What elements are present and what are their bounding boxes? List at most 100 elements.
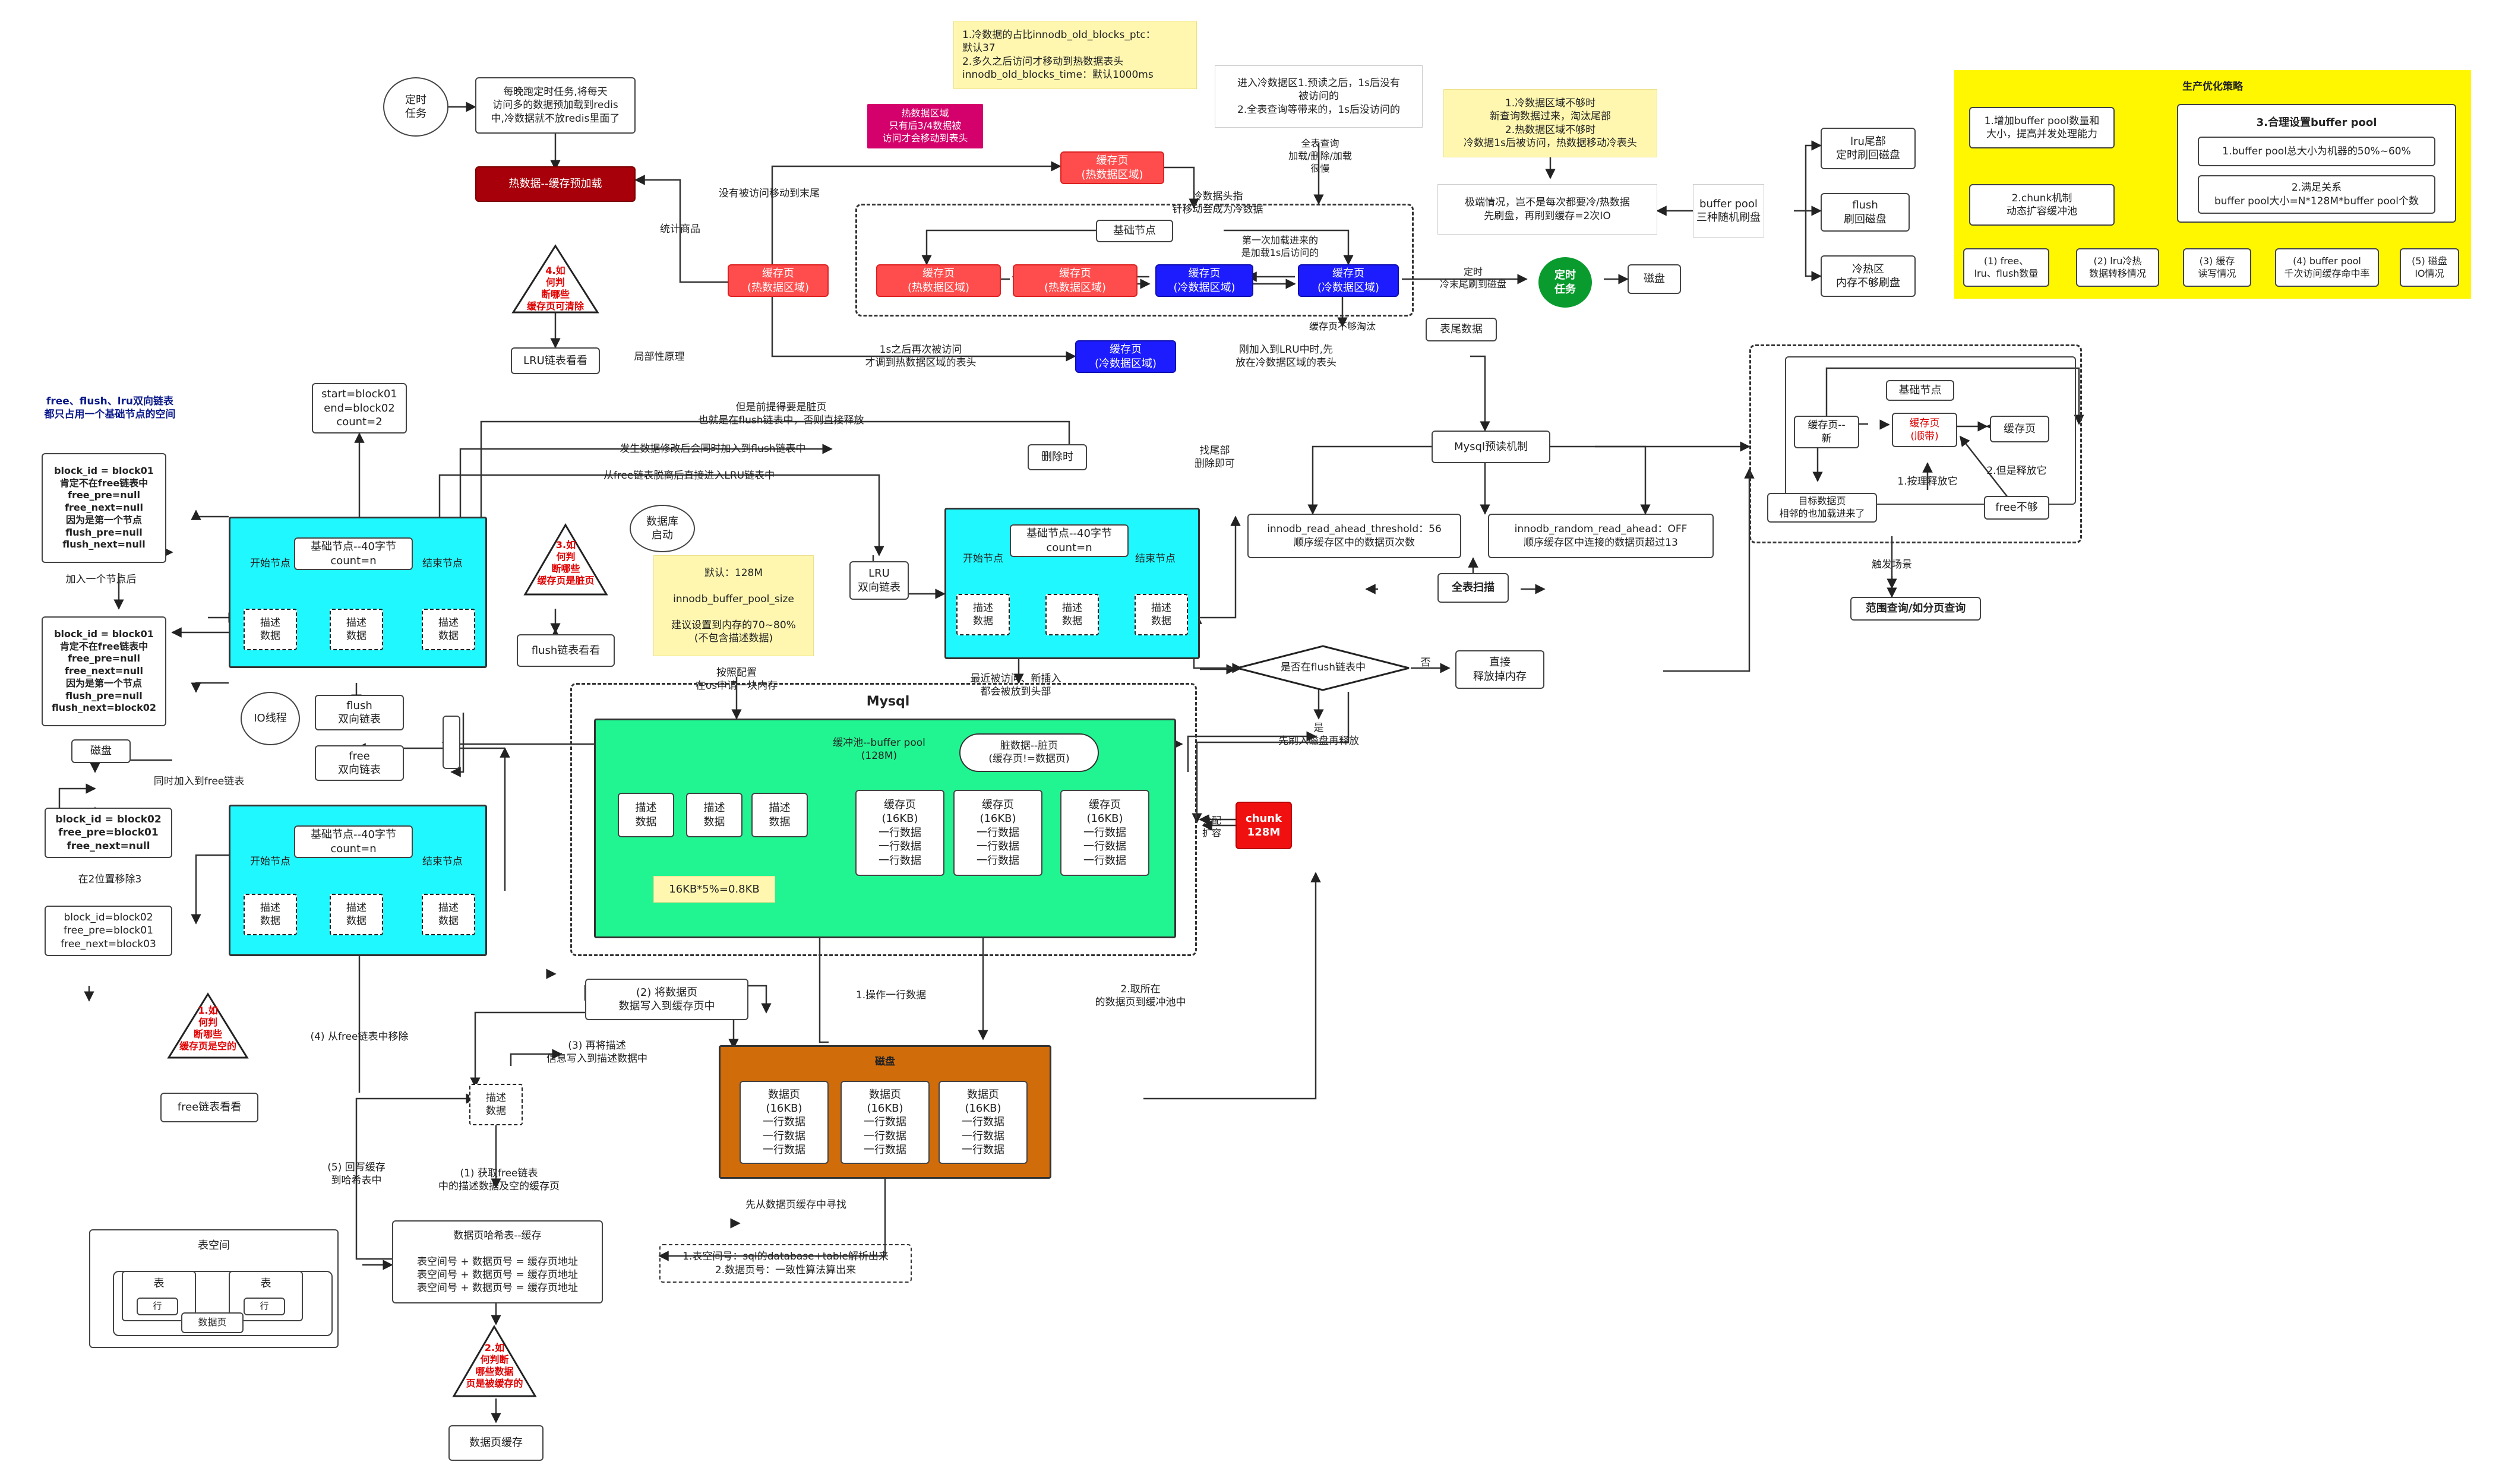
- locality-label: 局部性原理: [634, 351, 685, 363]
- free-short-box: free不够: [1984, 496, 2049, 520]
- block01-a: block_id = block01 肯定不在free链表中 free_pre=…: [42, 453, 166, 563]
- expand-label: 分配 扩容: [1202, 815, 1221, 838]
- warning-triangle-3: 3.如 何判 断哪些 缓存页是脏页: [523, 523, 609, 597]
- order-release-label: 1.按理释放它: [1897, 476, 1958, 488]
- lru-desc-2: 描述 数据: [1045, 594, 1099, 635]
- mysql-cache-page-3: 缓存页 (16KB) 一行数据 一行数据 一行数据: [1060, 790, 1149, 876]
- but-release-label: 2.但是释放它: [1986, 465, 2047, 477]
- warning-triangle-2: 2.如 何判断 哪些数据 页是被缓存的: [451, 1324, 538, 1398]
- flush-desc-3: 描述 数据: [422, 609, 475, 650]
- strategy-item-4: (4) buffer pool 千次访问缓存命中率: [2275, 248, 2379, 287]
- block01-b: block_id = block01 肯定不在free链表中 free_pre=…: [42, 616, 166, 726]
- hot-preload-box: 热数据--缓存预加载: [475, 166, 636, 202]
- flush-check-button[interactable]: flush链表看看: [517, 634, 615, 667]
- free-desc-1: 描述 数据: [244, 894, 297, 935]
- strategy-item-2: (2) lru冷热 数据转移情况: [2076, 248, 2159, 287]
- free-desc-3: 描述 数据: [422, 894, 475, 935]
- disk-title: 磁盘: [875, 1056, 895, 1068]
- data-page-box: 数据页: [181, 1312, 244, 1333]
- modify-note: 发生数据修改后会同时加入到flush链表中: [620, 443, 806, 455]
- chunk-box: chunk 128M: [1236, 802, 1292, 849]
- disk-left: 磁盘: [71, 739, 131, 763]
- timer-circle: 定时 任务: [383, 77, 448, 137]
- dirty-cloud: 脏数据--脏页 (缓存页!=数据页): [959, 733, 1099, 772]
- extreme-case-note: 极端情况，岂不是每次都要冷/热数据 先刷盘，再刷到缓存=2次IO: [1437, 184, 1657, 235]
- list-title: free、flush、lru双向链表 都只占用一个基础节点的空间: [44, 395, 176, 421]
- page-hot-2: 缓存页 (热数据区域): [1013, 264, 1138, 297]
- cold-region-enter-note: 进入冷数据区1.预读之后，1s后没有 被访问的 2.全表查询等带来的，1s后没访…: [1215, 65, 1423, 128]
- hot-move-label: 没有被访问移动到末尾: [719, 188, 820, 200]
- lru-end-node: 结束节点: [1135, 553, 1176, 565]
- page-cold-1: 缓存页 (冷数据区域): [1155, 264, 1253, 297]
- ratio-note: 1.冷数据的占比innodb_old_blocks_ptc： 默认37 2.多久…: [953, 21, 1197, 89]
- hash-table-box: 数据页哈希表--缓存 表空间号 + 数据页号 = 缓存页地址 表空间号 + 数据…: [392, 1220, 603, 1303]
- lru-desc-1: 描述 数据: [956, 594, 1010, 635]
- prefetch-mechanism: Mysql预读机制: [1432, 431, 1550, 463]
- page-cold-bottom: 缓存页 (冷数据区域): [1075, 340, 1176, 373]
- warning-triangle-1: 1.如 何判 断哪些 缓存页是空的: [166, 992, 249, 1060]
- free-end-node: 结束节点: [422, 856, 463, 868]
- warning-2-label: 2.如 何判断 哪些数据 页是被缓存的: [466, 1342, 523, 1389]
- delete-when-box: 删除时: [1028, 444, 1087, 470]
- flow-desc: 描述 数据: [469, 1084, 523, 1125]
- hash-note: 1.表空间号：sql的database+table解析出来 2.数据页号：一致性…: [659, 1244, 912, 1283]
- in-flush-label: 是否在flush链表中: [1280, 662, 1366, 673]
- strategy-1: 1.增加buffer pool数量和 大小，提高并发处理能力: [1969, 107, 2115, 148]
- junction-box: [443, 716, 460, 769]
- default-size-note: 默认：128M innodb_buffer_pool_size 建议设置到内存的…: [653, 555, 814, 656]
- get-free-label: (1) 获取free链表 中的描述数据及空的缓存页: [438, 1167, 560, 1193]
- trigger-label: 触发场景: [1872, 559, 1912, 571]
- strategy-item-3: (3) 缓存 读写情况: [2183, 248, 2251, 287]
- free-start-node: 开始节点: [250, 856, 290, 868]
- row-2: 行: [244, 1298, 285, 1315]
- warning-triangle-4: 4.如 何判 断哪些 缓存页可清除: [511, 243, 600, 315]
- tablespace-inner: [113, 1271, 333, 1336]
- read-ahead-threshold: innodb_read_ahead_threshold：56 顺序缓存区中的数据…: [1247, 514, 1461, 558]
- join-free-label: 同时加入到free链表: [153, 776, 245, 787]
- add-node-label: 加入一个节点后: [65, 574, 137, 586]
- strategy-item-1: (1) free、 lru、flush数量: [1963, 248, 2049, 287]
- lru-tail-flush: lru尾部 定时刷回磁盘: [1821, 128, 1916, 169]
- flush-list-label: flush 双向链表: [315, 695, 404, 730]
- target-desc-box: 目标数据页 相邻的也加载进来了: [1767, 493, 1877, 523]
- cold-hot-flush: 冷热区 内存不够刷盘: [1821, 255, 1916, 297]
- mysql-desc-2: 描述 数据: [686, 793, 742, 837]
- block02-box: block_id = block02 free_pre=block01 free…: [45, 808, 172, 858]
- dirty-note: 但是前提得要是脏页 也就是在flush链表中，否则直接释放: [698, 401, 864, 427]
- no-label: 否: [1420, 657, 1431, 669]
- find-label: 先从数据页缓存中寻找: [745, 1199, 846, 1211]
- buffer-pool-title: 缓冲池--buffer pool (128M): [833, 737, 925, 762]
- prefetch-inner: [1785, 356, 2076, 505]
- timer-task-circle: 定时 任务: [1538, 257, 1592, 308]
- target-cache-page: 缓存页 (顺带): [1892, 413, 1957, 447]
- lru-list-frame: [855, 204, 1414, 317]
- just-added-label: 刚加入到LRU中时,先 放在冷数据区域的表头: [1236, 344, 1336, 369]
- strategy-item-5: (5) 磁盘 IO情况: [2400, 248, 2459, 287]
- cache-page-button[interactable]: 数据页缓存: [448, 1425, 544, 1461]
- cold-pointer-label: 冷数据头指 针移动会成为冷数据: [1172, 191, 1263, 216]
- remove-free-label: (4) 从free链表中移除: [310, 1031, 409, 1043]
- page-hot-1: 缓存页 (热数据区域): [876, 264, 1001, 297]
- flush-desc-1: 描述 数据: [244, 609, 297, 650]
- mysql-desc-1: 描述 数据: [618, 793, 674, 837]
- tail-data-box: 表尾数据: [1426, 318, 1497, 341]
- mysql-cache-page-2: 缓存页 (16KB) 一行数据 一行数据 一行数据: [953, 790, 1042, 876]
- in-flush-diamond: 是否在flush链表中: [1236, 644, 1411, 692]
- free-check-button[interactable]: free链表看看: [160, 1093, 258, 1122]
- strategy-2: 2.chunk机制 动态扩容缓冲池: [1969, 184, 2115, 226]
- desc-size-note: 16KB*5%=0.8KB: [653, 876, 775, 903]
- write-info-label: (3) 再将描述 信息写入到描述数据中: [546, 1040, 647, 1065]
- timer-flush-label: 定时 冷末尾刷到磁盘: [1439, 266, 1506, 290]
- lru-check-button[interactable]: LRU链表看看: [511, 347, 600, 374]
- lru-start-node: 开始节点: [963, 553, 1003, 565]
- warning-1-label: 1.如 何判 断哪些 缓存页是空的: [179, 1005, 236, 1052]
- write-desc-box: (2) 将数据页 数据写入到缓存页中: [585, 979, 748, 1020]
- io-thread: IO线程: [241, 692, 300, 745]
- flush-end-node: 结束节点: [422, 558, 463, 569]
- free-base-node: 基础节点--40字节 count=n: [294, 825, 413, 858]
- strategy-title: 生产优化策略: [2182, 81, 2243, 93]
- lru-desc-3: 描述 数据: [1135, 594, 1188, 635]
- release-box: 直接 释放掉内存: [1455, 650, 1544, 689]
